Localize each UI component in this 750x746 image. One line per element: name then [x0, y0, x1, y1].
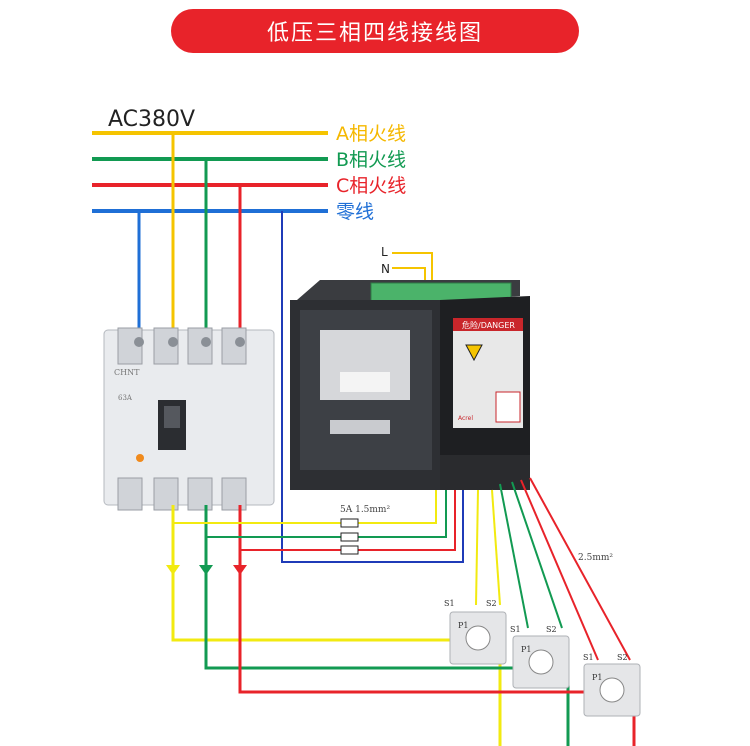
ct-b-p1: P1 [521, 645, 531, 654]
neutral-to-meter [281, 211, 464, 563]
ct-wire-a-s1 [475, 489, 479, 606]
ct-b-s1: S1 [510, 625, 521, 634]
output-b-to-ct [204, 505, 570, 746]
line-label-a: A相火线 [336, 123, 406, 145]
line-label-c: C相火线 [336, 175, 406, 197]
ct-wire-spec: 2.5mm² [578, 553, 613, 563]
breaker-brand: CHNT [114, 368, 140, 377]
ct-a-s2: S2 [486, 599, 497, 608]
supply-voltage-label: AC380V [108, 107, 195, 132]
arrow-a [166, 565, 180, 575]
current-transformer-c: S1 S2 P1 [583, 653, 641, 717]
line-label-b: B相火线 [336, 149, 406, 171]
ct-c-s1: S1 [583, 653, 594, 662]
ct-wire-a-s2 [491, 489, 501, 606]
ct-b-s2: S2 [546, 625, 557, 634]
fuse-c [340, 545, 359, 555]
circuit-breaker: CHNT 63A [103, 327, 275, 511]
diagram-title: 低压三相四线接线图 [266, 21, 483, 46]
ct-wire-c-s1 [520, 479, 599, 661]
ct-wire-b-s2 [511, 481, 563, 629]
output-c-to-ct [238, 505, 636, 746]
title-banner: 低压三相四线接线图 [171, 9, 579, 53]
aux-l-label: L [381, 245, 388, 259]
power-meter: 危险/DANGER Acrel [290, 280, 530, 490]
current-transformer-a: S1 S2 P1 [444, 599, 507, 665]
danger-label: 危险/DANGER [462, 320, 515, 330]
fuse-spec: 5A 1.5mm² [340, 505, 390, 515]
ct-c-s2: S2 [617, 653, 628, 662]
line-label-n: 零线 [336, 201, 374, 223]
ct-a-s1: S1 [444, 599, 455, 608]
fuse-b [340, 532, 359, 542]
fuse-a [340, 518, 359, 528]
ct-a-p1: P1 [458, 621, 468, 630]
arrow-b [199, 565, 213, 575]
voltage-tap-b [206, 490, 447, 538]
meter-brand: Acrel [458, 415, 473, 422]
ct-wire-b-s1 [499, 483, 529, 629]
ct-wire-c-s2 [529, 477, 631, 661]
aux-n-label: N [381, 262, 390, 276]
current-transformer-b: S1 S2 P1 [510, 625, 570, 689]
voltage-tap-a [173, 490, 437, 524]
ct-c-p1: P1 [592, 673, 602, 682]
breaker-rating: 63A [118, 394, 133, 402]
arrow-c [233, 565, 247, 575]
voltage-tap-c [240, 490, 456, 551]
